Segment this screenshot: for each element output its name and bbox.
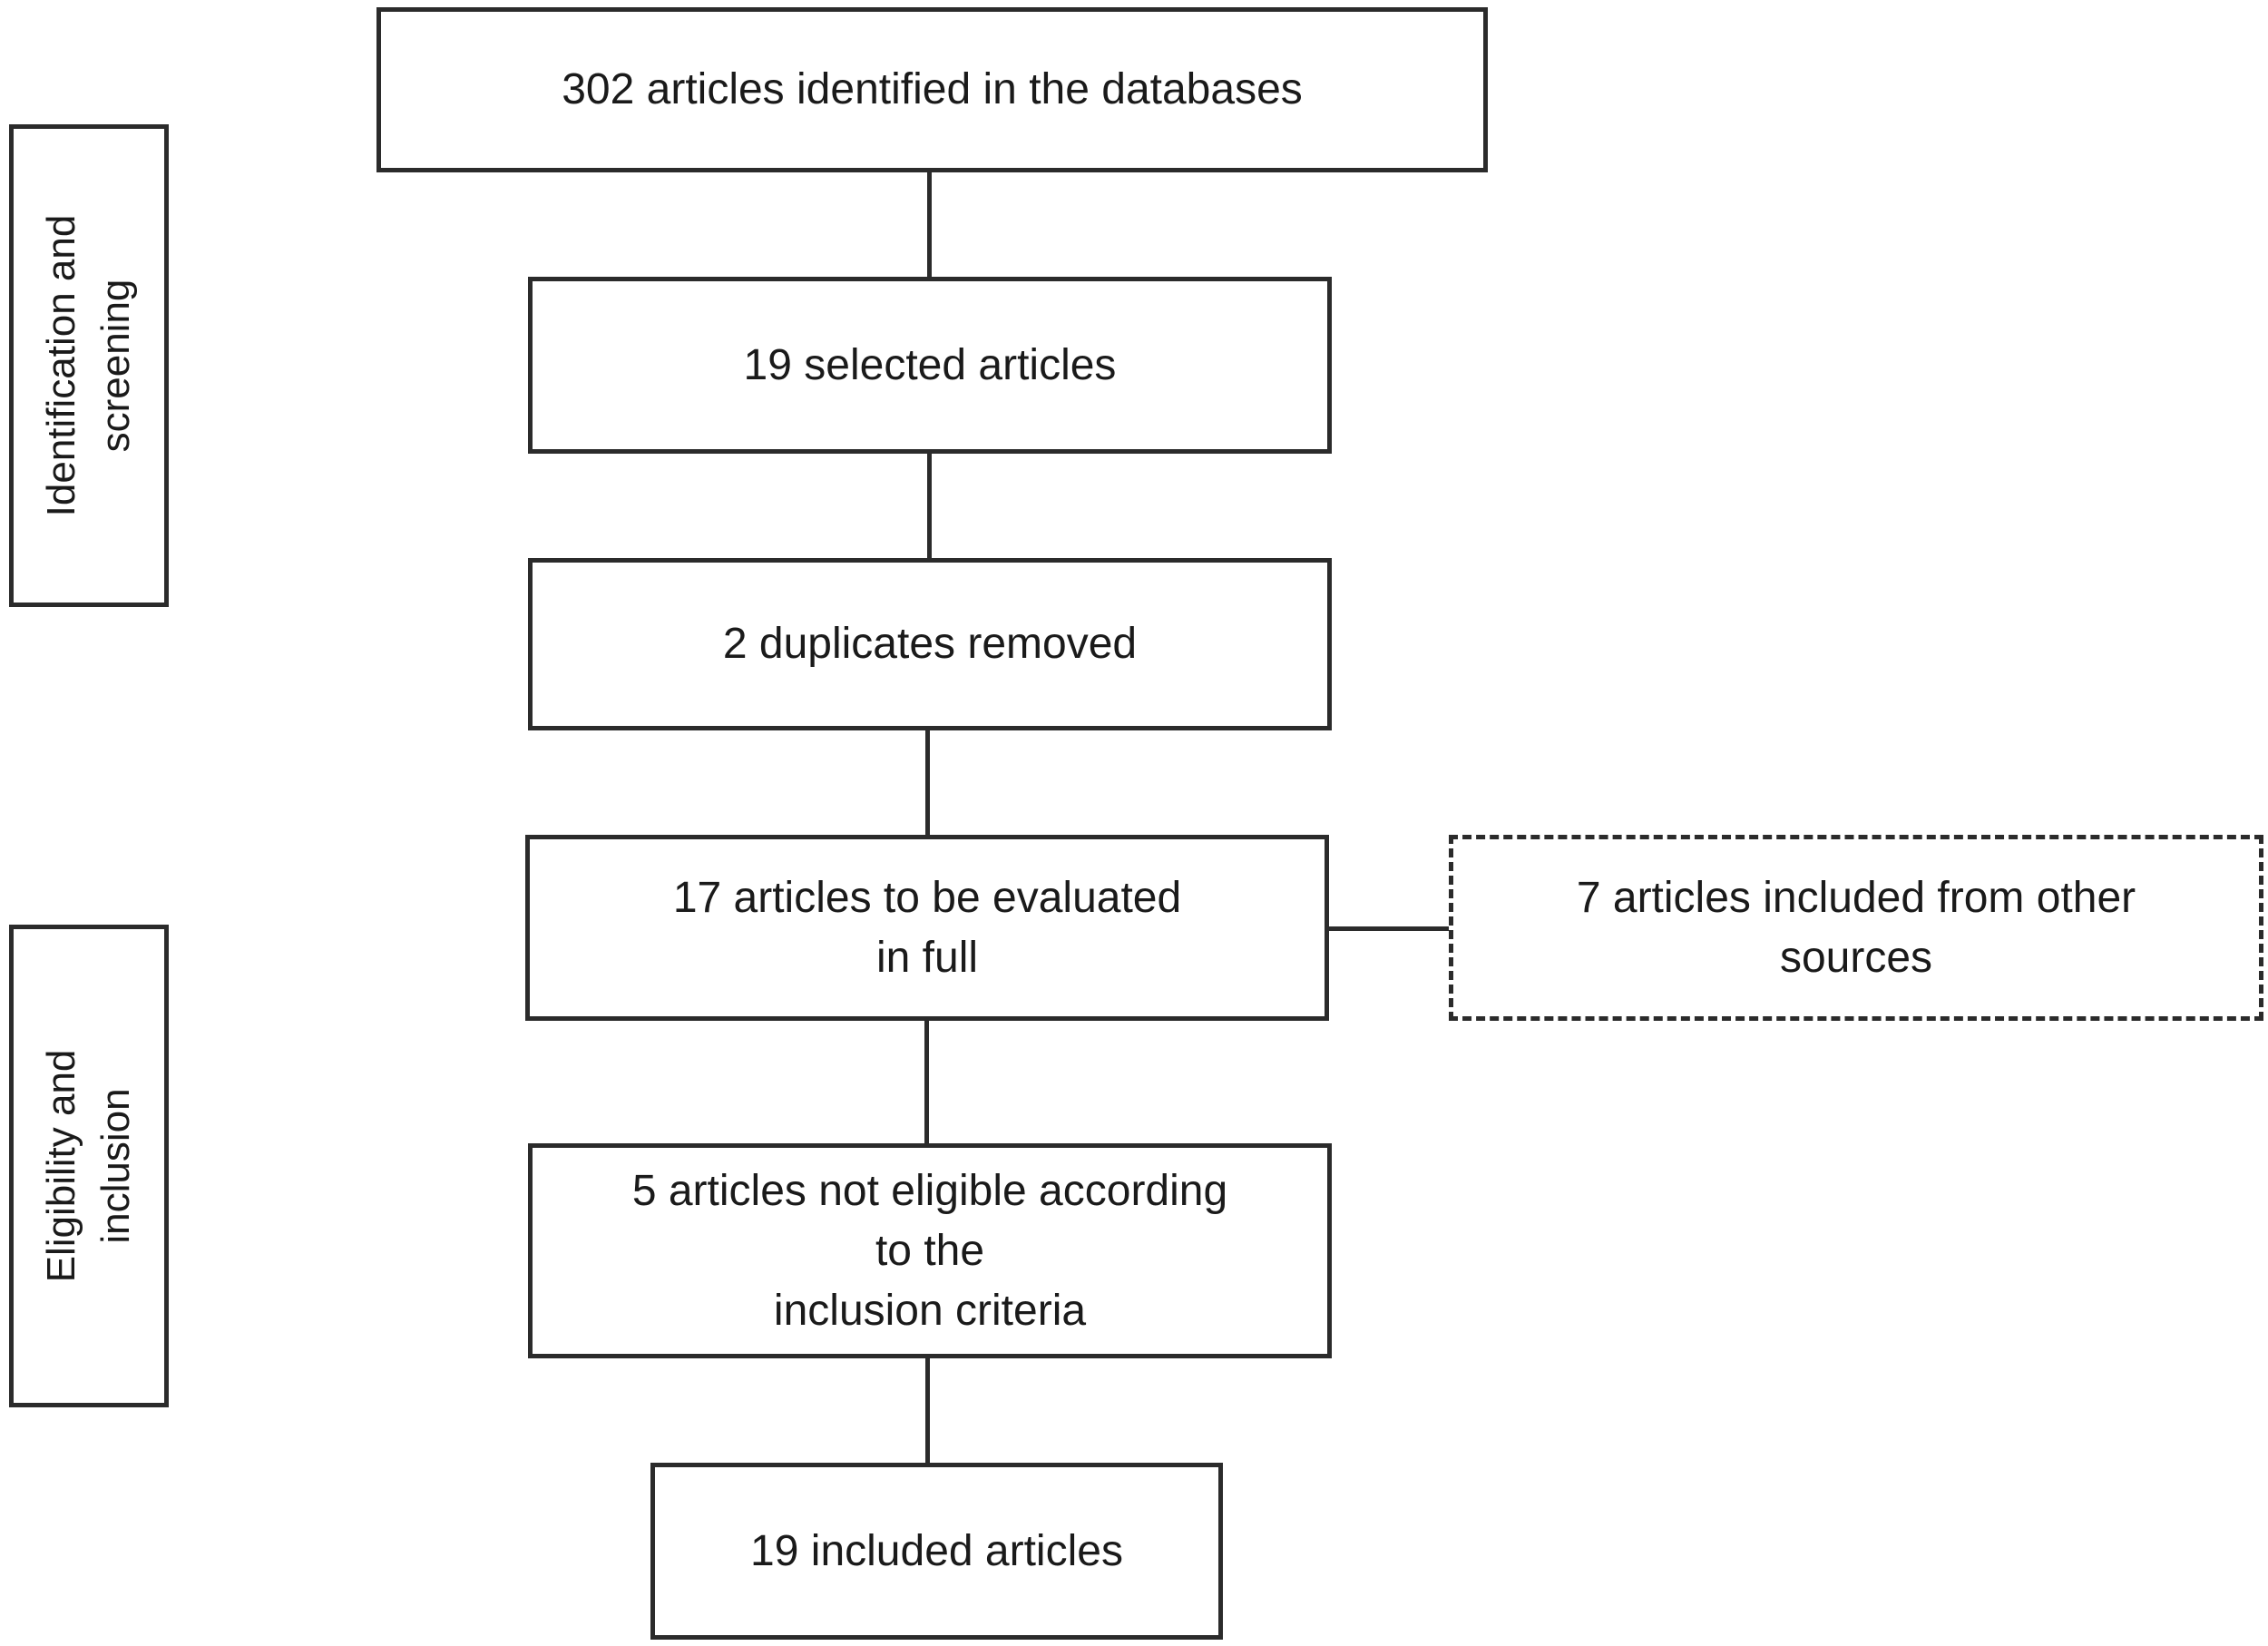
stage-label-line: screening (93, 279, 138, 453)
connector-full-eval-to-not-eligible (924, 1021, 929, 1143)
box-articles-other-sources: 7 articles included from other sources (1449, 835, 2263, 1021)
box-included-articles: 19 included articles (650, 1463, 1223, 1640)
stage-label-line: Eligibility and (39, 1049, 83, 1283)
box-articles-not-eligible: 5 articles not eligible according to the… (528, 1143, 1332, 1358)
connector-selected-to-duplicates (927, 454, 932, 558)
box-text-line: to the (875, 1226, 985, 1275)
connector-full-eval-to-other-sources (1326, 926, 1449, 931)
box-text-line: 5 articles not eligible according (631, 1166, 1228, 1215)
stage-label-identification-screening: Identification and screening (9, 124, 169, 607)
box-duplicates-removed: 2 duplicates removed (528, 558, 1332, 730)
connector-not-eligible-to-included (925, 1358, 930, 1463)
box-text-line: inclusion criteria (773, 1286, 1087, 1335)
box-selected-articles: 19 selected articles (528, 277, 1332, 454)
box-text-line: in full (875, 933, 979, 982)
stage-label-line: inclusion (93, 1088, 138, 1244)
stage-label-eligibility-inclusion: Eligibility and inclusion (9, 925, 169, 1407)
box-articles-identified: 302 articles identified in the databases (376, 7, 1488, 172)
box-text-line: 19 included articles (750, 1526, 1123, 1575)
stage-label-line: Identification and (39, 214, 83, 517)
stage-label-text: Identification and screening (34, 215, 143, 517)
box-text-line: 17 articles to be evaluated (672, 873, 1182, 922)
box-text-line: 19 selected articles (743, 340, 1117, 389)
stage-label-text: Eligibility and inclusion (34, 1050, 143, 1283)
connector-identified-to-selected (927, 172, 932, 277)
box-text-line: 302 articles identified in the databases (562, 65, 1303, 113)
box-text-line: 7 articles included from other (1576, 873, 2136, 922)
box-text-line: 2 duplicates removed (722, 620, 1138, 668)
box-articles-full-evaluation: 17 articles to be evaluated in full (525, 835, 1329, 1021)
connector-duplicates-to-full-eval (925, 730, 930, 835)
box-text-line: sources (1779, 933, 1933, 982)
